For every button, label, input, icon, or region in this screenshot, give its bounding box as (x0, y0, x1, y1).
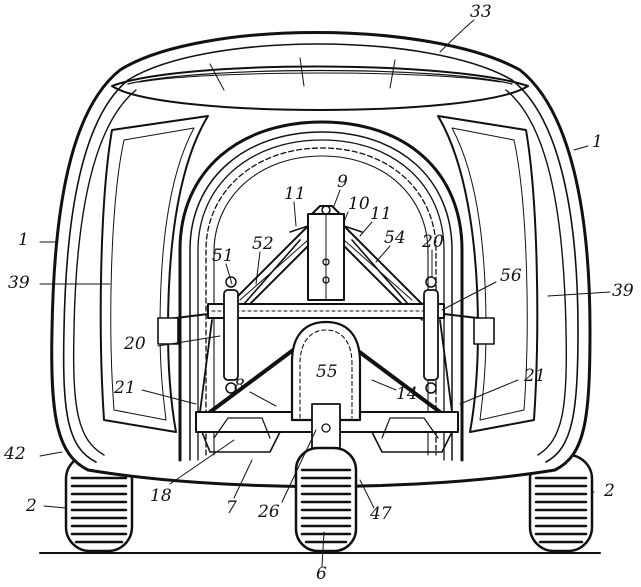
label-14: 14 (396, 384, 418, 404)
front-fender (290, 320, 362, 422)
label-39-left: 39 (8, 273, 30, 293)
label-8: 8 (234, 376, 245, 396)
label-54: 54 (384, 228, 406, 248)
rear-wheel-right (528, 453, 594, 553)
label-2-left: 2 (26, 496, 37, 516)
label-10: 10 (348, 194, 370, 214)
label-47: 47 (370, 504, 392, 524)
label-55: 55 (316, 362, 338, 382)
label-1-right: 1 (592, 132, 603, 152)
label-6: 6 (316, 564, 327, 584)
label-2-right: 2 (604, 481, 615, 501)
mechanism (157, 205, 495, 471)
label-42: 42 (4, 444, 26, 464)
label-11-left: 11 (284, 184, 306, 204)
label-56: 56 (500, 266, 522, 286)
shock-absorber-left (223, 289, 239, 381)
leader-lines (39, 19, 611, 567)
side-panel-right (437, 115, 539, 433)
front-wheel (294, 446, 358, 553)
side-panel-left (99, 115, 209, 433)
label-51: 51 (212, 246, 234, 266)
shock-absorber-right (423, 289, 439, 381)
label-11-right: 11 (370, 204, 392, 224)
label-26: 26 (258, 502, 280, 522)
label-21-left: 21 (114, 378, 136, 398)
label-20-left: 20 (124, 334, 146, 354)
label-1-left: 1 (18, 230, 29, 250)
label-21-right: 21 (524, 366, 546, 386)
label-39-right: 39 (612, 281, 634, 301)
rear-wheel-left (64, 453, 134, 553)
label-7: 7 (226, 498, 237, 518)
label-20-right: 20 (422, 232, 444, 252)
label-9: 9 (337, 172, 348, 192)
label-52: 52 (252, 234, 274, 254)
arched-opening (178, 120, 464, 462)
label-18: 18 (150, 486, 172, 506)
label-33: 33 (470, 2, 492, 22)
